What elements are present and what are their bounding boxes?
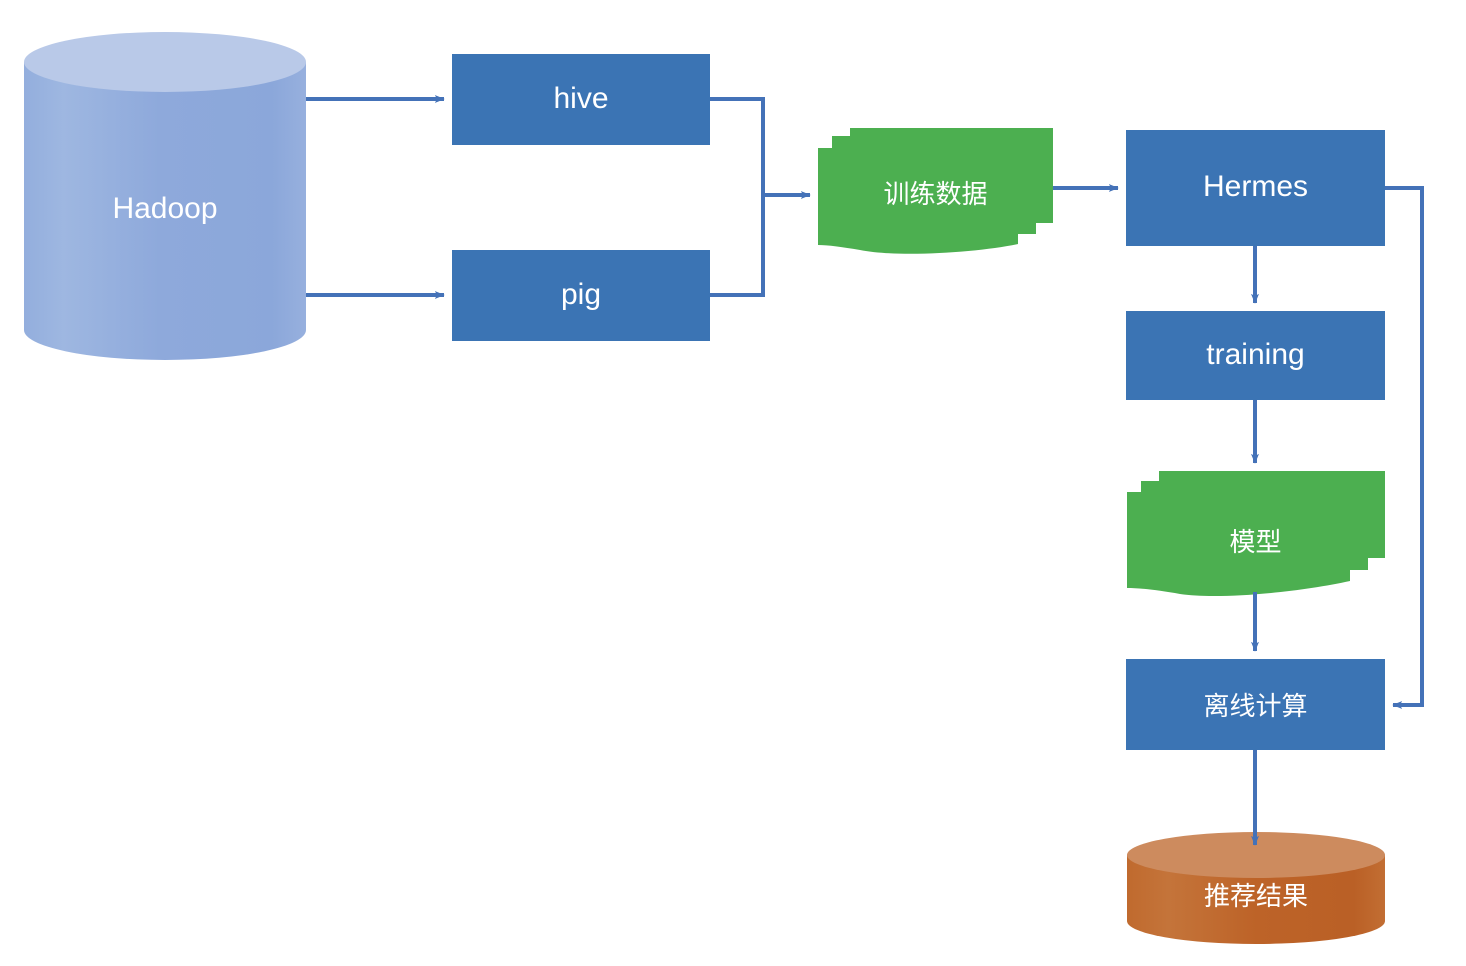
node-model-shape[interactable] bbox=[1127, 471, 1385, 597]
node-offline-shape[interactable] bbox=[1126, 659, 1385, 750]
edge-pig-to-junction bbox=[710, 195, 765, 297]
node-pig-shape[interactable] bbox=[452, 250, 710, 341]
node-training-data-shape[interactable] bbox=[818, 128, 1053, 254]
node-hadoop-shape[interactable] bbox=[24, 32, 306, 360]
edge-hermes-to-offline-feedback bbox=[1385, 186, 1424, 709]
node-training-shape[interactable] bbox=[1126, 311, 1385, 400]
node-hive-shape[interactable] bbox=[452, 54, 710, 145]
node-hermes-shape[interactable] bbox=[1126, 130, 1385, 246]
node-result-shape[interactable] bbox=[1127, 832, 1385, 944]
edge-hive-to-junction bbox=[710, 97, 765, 195]
